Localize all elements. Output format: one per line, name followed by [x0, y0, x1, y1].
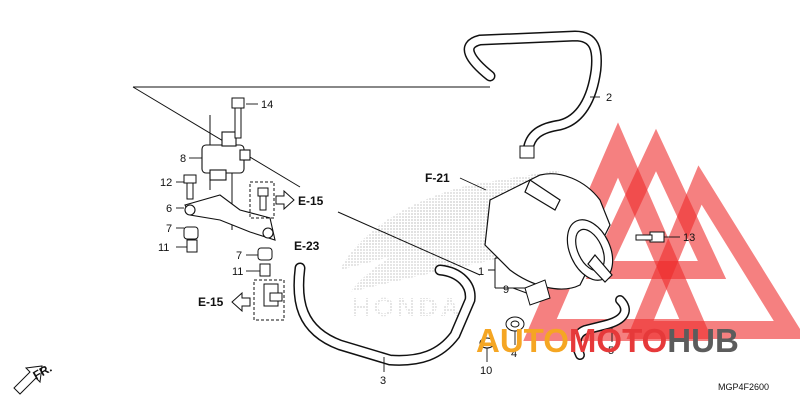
bolt-14: [231, 97, 245, 139]
label-part-4: 4: [511, 348, 517, 360]
purge-control-valve: [201, 131, 251, 181]
ref-label-f21: F-21: [425, 171, 450, 185]
clamp-lower: [263, 283, 283, 307]
dashed-box-lower: [253, 279, 285, 321]
watermark-text: AUTOMOTOHUB: [476, 322, 739, 359]
joint-4: [505, 316, 525, 332]
grommet-7a: [183, 226, 199, 240]
ref-arrow-e15-upper: [275, 189, 295, 211]
watermark-word-hub: HUB: [667, 322, 739, 359]
ref-label-e15-upper: E-15: [298, 194, 324, 208]
label-part-13: 13: [683, 232, 695, 244]
label-part-11b: 11: [232, 266, 243, 278]
label-part-7b: 7: [236, 250, 242, 262]
honda-logo-text: HONDA: [352, 292, 462, 322]
label-part-10: 10: [480, 365, 492, 377]
label-part-11a: 11: [158, 242, 169, 254]
label-part-3: 3: [380, 375, 386, 387]
bolt-13: [635, 231, 665, 243]
ref-label-e23: E-23: [294, 239, 320, 253]
diagram-code: MGP4F2600: [718, 382, 769, 392]
watermark-word-auto: AUTO: [476, 322, 569, 359]
ref-arrow-e15-lower: [231, 291, 251, 313]
label-part-1: 1: [478, 266, 484, 278]
watermark-word-moto: MOTO: [569, 322, 667, 359]
label-part-8: 8: [180, 153, 186, 165]
dashed-box-upper: [249, 181, 275, 219]
collar-11a: [186, 239, 198, 253]
label-part-6: 6: [166, 203, 172, 215]
ref-label-e15-lower: E-15: [198, 295, 224, 309]
label-part-2: 2: [606, 92, 612, 104]
label-part-12: 12: [160, 177, 172, 189]
grommet-7b: [257, 247, 273, 261]
bolt-small: [257, 187, 269, 211]
evap-canister: [484, 173, 614, 290]
label-part-14: 14: [261, 99, 273, 111]
bolt-12: [183, 174, 197, 200]
bracket-9: [524, 279, 551, 306]
front-arrow: [13, 365, 43, 395]
label-part-9: 9: [503, 284, 509, 296]
mounting-bracket: [184, 194, 276, 241]
label-part-5: 5: [608, 345, 614, 357]
label-part-7a: 7: [166, 223, 172, 235]
collar-11b: [259, 263, 271, 277]
